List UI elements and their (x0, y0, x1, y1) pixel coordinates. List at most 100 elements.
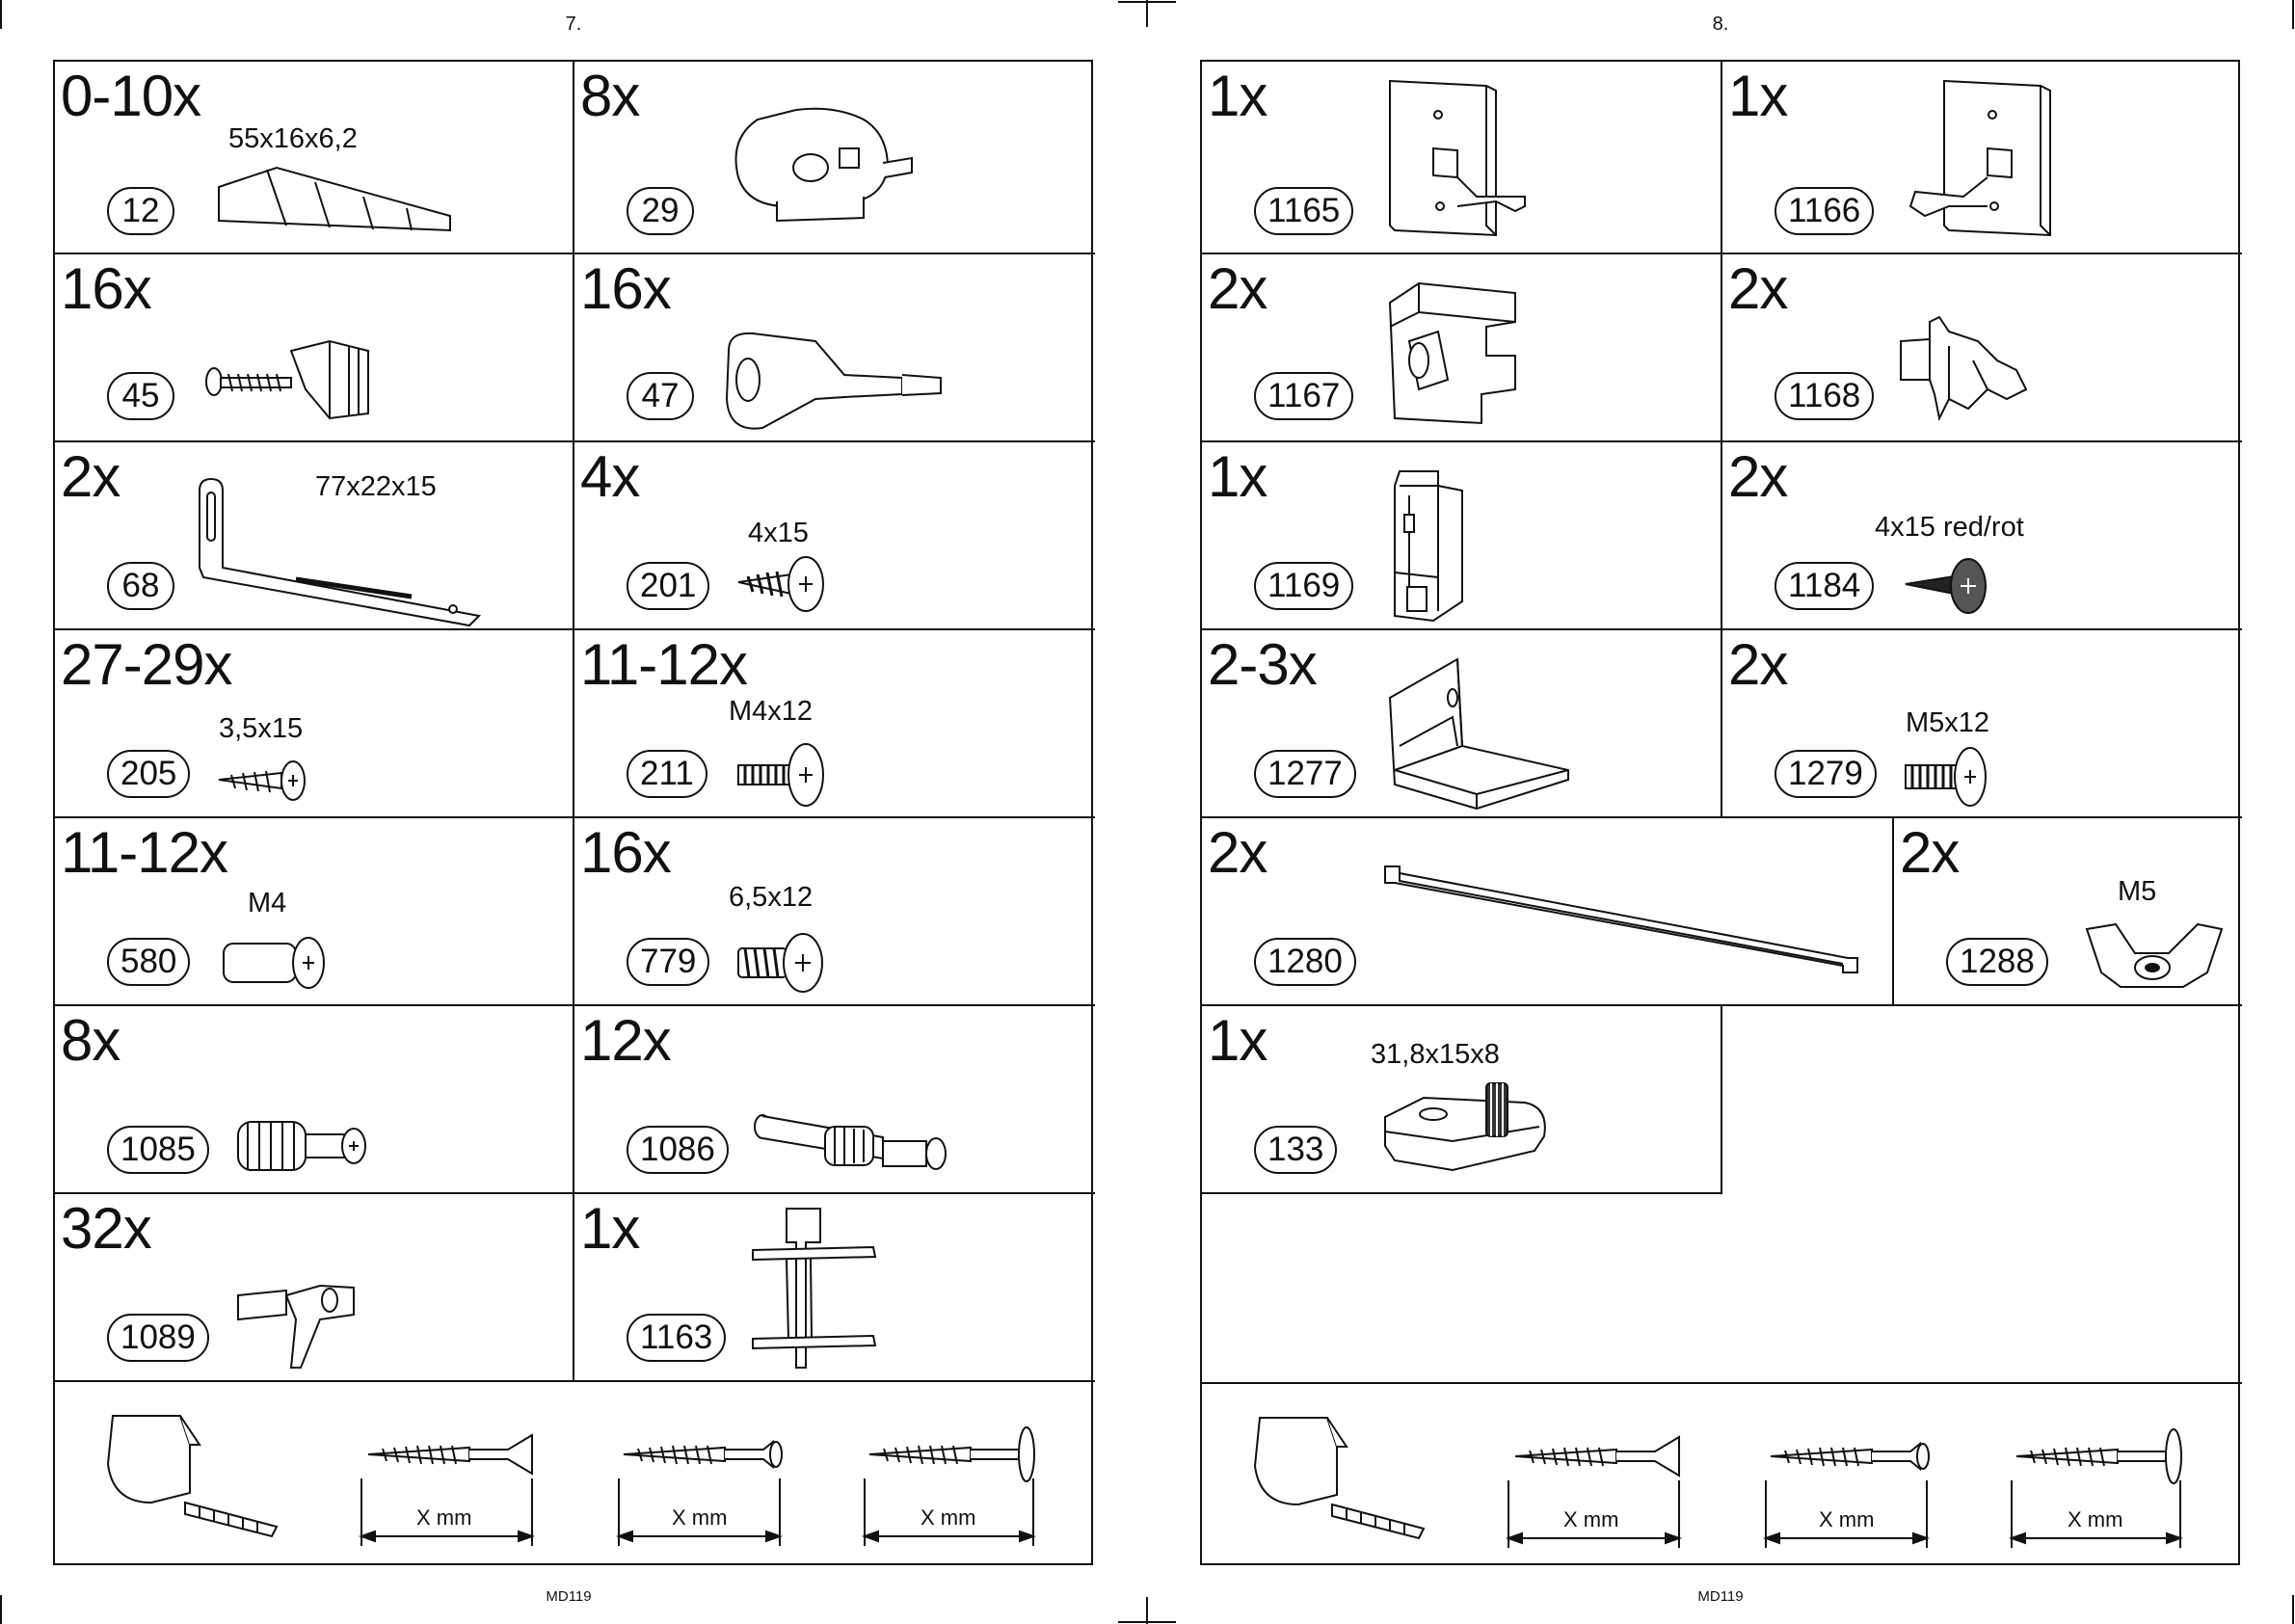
quantity: 11-12x (580, 632, 748, 697)
part-cell: 1x 31,8x15x8 133 (1202, 1006, 1722, 1194)
quantity: 2x (1728, 444, 1788, 509)
crop-mark-right (2292, 0, 2294, 29)
part-cell: 2x 4x15 red/rot 1184 (1722, 442, 2242, 630)
part-number: 133 (1254, 1126, 1338, 1174)
part-cell: 1x 1169 (1202, 442, 1722, 630)
dimension-arrows (359, 1478, 1036, 1546)
part-cell: 1x 1163 (574, 1194, 1095, 1382)
part-cell: 11-12x M4x12 211 (574, 630, 1095, 818)
bolt-icon (1905, 747, 1987, 807)
crop-mark-top (1146, 0, 1148, 27)
quantity: 0-10x (61, 64, 201, 128)
quantity: 2x (1208, 820, 1268, 885)
dimension-label: M5 (2118, 876, 2157, 907)
countersunk-screw-icon (1514, 1435, 1680, 1478)
part-cell: 12x 1086 (574, 1006, 1095, 1194)
dimension-arrows (1506, 1480, 2183, 1548)
hook-plate-icon (1908, 79, 2051, 237)
part-number: 1280 (1254, 938, 1356, 986)
part-number: 205 (107, 750, 191, 798)
part-cell: 27-29x 3,5x15 205 (55, 630, 574, 818)
crop-mark-bottom-h (1118, 1621, 1176, 1623)
measure-label: X mm (1819, 1507, 1875, 1531)
quantity: 4x (580, 444, 640, 509)
page-number: 8. (1712, 13, 1729, 35)
dimension-label: M4 (248, 888, 287, 918)
dimension-label: M5x12 (1906, 707, 1990, 738)
quantity: 2x (1728, 256, 1788, 321)
part-number: 45 (107, 372, 174, 420)
corner-block-screw-icon (205, 339, 369, 420)
part-number: 1168 (1775, 372, 1875, 420)
measure-label: X mm (672, 1505, 728, 1530)
quantity: 8x (580, 64, 640, 128)
quantity: 1x (1208, 64, 1268, 128)
part-number: 201 (627, 562, 710, 610)
measure-label: X mm (2068, 1507, 2123, 1531)
hook-plate-icon (1389, 79, 1526, 237)
part-number: 68 (107, 562, 174, 610)
part-number: 1166 (1775, 187, 1875, 235)
screw-icon (218, 760, 306, 801)
rail-bracket-icon (752, 1208, 877, 1369)
quantity: 16x (61, 256, 152, 321)
parts-grid: 0-10x 55x16x6,2 12 8x 29 16x 45 16x (53, 60, 1095, 1565)
part-cell: 16x 6,5x12 779 (574, 818, 1095, 1006)
part-number: 29 (627, 187, 694, 235)
shelf-support-icon (237, 1284, 355, 1369)
adjustable-foot-icon (1384, 1082, 1546, 1172)
part-cell: 2-3x 1277 (1202, 630, 1722, 818)
part-cell: 2x 1167 (1202, 254, 1722, 442)
quantity: 2x (1208, 256, 1268, 321)
quantity: 12x (580, 1008, 672, 1073)
quantity: 2x (1900, 820, 1960, 885)
part-cell: 1x 1165 (1202, 62, 1722, 254)
angle-bracket-icon (199, 477, 482, 627)
crop-mark-left (0, 0, 2, 29)
screw-icon (737, 556, 824, 612)
dimension-label: 77x22x15 (315, 471, 437, 502)
profile-bar-icon (1384, 865, 1858, 973)
dimension-label: 4x15 red/rot (1875, 512, 2024, 543)
part-number: 779 (627, 938, 710, 986)
quantity: 2x (61, 444, 120, 509)
quantity: 1x (580, 1196, 640, 1261)
quantity: 2-3x (1208, 632, 1318, 697)
part-number: 1169 (1254, 562, 1354, 610)
measure-label: X mm (921, 1505, 976, 1530)
quantity: 27-29x (61, 632, 232, 697)
raised-head-screw-icon (623, 1439, 783, 1470)
measure-row: X mm X mm X mm (1202, 1382, 2242, 1567)
tape-measure-icon (106, 1415, 279, 1538)
hinge-clip-icon (725, 332, 942, 430)
dimension-label: 55x16x6,2 (228, 123, 358, 154)
quantity: 1x (1728, 64, 1788, 128)
page-footer: MD119 (546, 1588, 592, 1605)
part-number: 580 (107, 938, 191, 986)
part-cell: 2x 77x22x15 68 (55, 442, 574, 630)
part-cell: 2x 1280 (1202, 818, 1894, 1006)
part-number: 1085 (107, 1126, 209, 1174)
quantity: 16x (580, 820, 672, 885)
part-number: 1288 (1946, 938, 2048, 986)
part-cell: 16x 47 (574, 254, 1095, 442)
crop-mark-bottom (1146, 1597, 1148, 1624)
dimension-label: 31,8x15x8 (1371, 1039, 1500, 1070)
dowel-screw-icon (237, 1121, 366, 1171)
clip-icon (1900, 315, 2028, 422)
clamp-block-icon (1388, 281, 1516, 425)
quantity: 2x (1728, 632, 1788, 697)
countersunk-screw-icon (367, 1433, 533, 1476)
part-cell: 1x 1166 (1722, 62, 2242, 254)
part-cell: 11-12x M4 580 (55, 818, 574, 1006)
dimension-label: 4x15 (748, 518, 809, 548)
measure-label: X mm (1563, 1507, 1619, 1531)
l-bracket-icon (1388, 657, 1569, 811)
crop-mark-top-h (1118, 1, 1176, 3)
quantity: 32x (61, 1196, 152, 1261)
bolt-icon (737, 743, 824, 807)
parts-grid: 1x 1165 1x 1166 2x 1167 (1200, 60, 2242, 1567)
crop-mark-left-b (0, 1595, 2, 1624)
part-number: 47 (627, 372, 694, 420)
part-number: 1277 (1254, 750, 1356, 798)
